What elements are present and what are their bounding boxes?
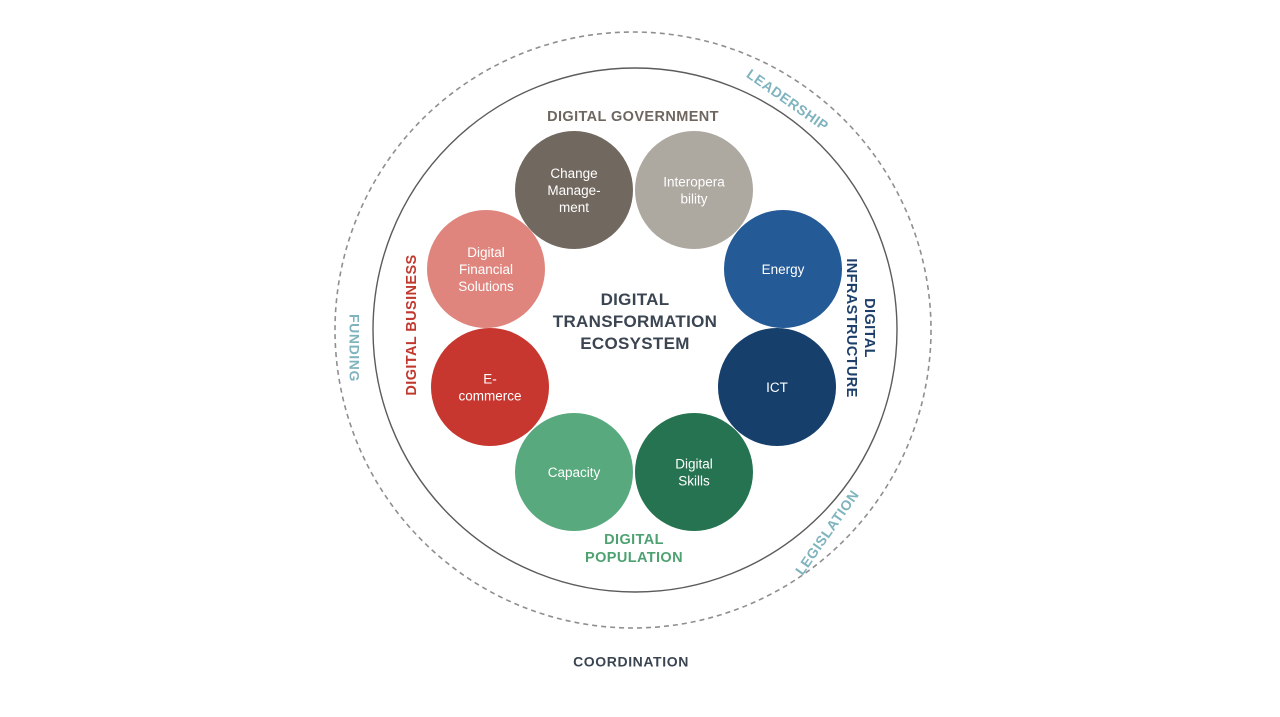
bubble-capacity: Capacity bbox=[515, 413, 633, 531]
bubble-circle bbox=[515, 131, 633, 249]
bubble-circle bbox=[431, 328, 549, 446]
pillar-label-infrastructure: DIGITALINFRASTRUCTURE bbox=[843, 258, 877, 397]
pillar-label-business: DIGITAL BUSINESS bbox=[404, 254, 420, 395]
inner-solid-ring bbox=[372, 67, 898, 593]
pillar-label-government: DIGITAL GOVERNMENT bbox=[547, 109, 719, 125]
enabler-coordination: COORDINATION bbox=[573, 654, 689, 670]
bubble-label: ICT bbox=[766, 380, 788, 395]
bubble-label: E-commerce bbox=[458, 372, 521, 404]
bubble-circle bbox=[427, 210, 545, 328]
bubble-label: Energy bbox=[762, 262, 805, 277]
pillars-layer: DIGITAL GOVERNMENT DIGITALINFRASTRUCTURE D… bbox=[404, 109, 877, 566]
bubble-circle bbox=[724, 210, 842, 328]
bubble-circle bbox=[718, 328, 836, 446]
bubble-circle bbox=[515, 413, 633, 531]
enabler-funding: FUNDING bbox=[346, 314, 362, 382]
bubble-ict: ICT bbox=[718, 328, 836, 446]
bubble-circle bbox=[635, 413, 753, 531]
bubble-energy: Energy bbox=[724, 210, 842, 328]
outer-dashed-ring bbox=[334, 31, 932, 629]
bubble-circle bbox=[635, 131, 753, 249]
bubble-label: Capacity bbox=[548, 465, 601, 480]
bubble-e-commerce: E-commerce bbox=[431, 328, 549, 446]
